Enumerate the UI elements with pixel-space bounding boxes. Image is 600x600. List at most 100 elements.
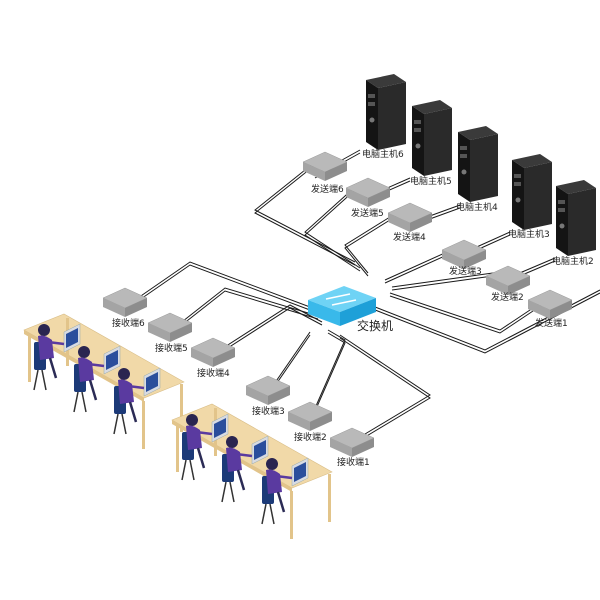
- desk-right-person-head-3: [266, 458, 278, 470]
- switch-side-face: [340, 298, 376, 326]
- sender-box-1: [527, 289, 573, 319]
- desk-right-laptop-screen-3: [294, 462, 306, 482]
- receiver-box-6-side: [125, 298, 147, 317]
- receiver-label-6: 接收端6: [112, 317, 145, 329]
- receiver-box-2: [287, 401, 333, 431]
- desk-left-chair-leg-3: [113, 413, 119, 435]
- sender-label-4: 发送端4: [393, 231, 426, 243]
- computer-tower-3-front: [512, 160, 524, 230]
- computer-label-5: 电脑主机5: [410, 175, 452, 187]
- computer-tower-3-power-icon: [515, 197, 521, 203]
- computer-label-3: 电脑主机3: [508, 228, 550, 240]
- desk-left-person-arm-2: [87, 362, 105, 368]
- desk-right-person-leg-3: [276, 491, 286, 513]
- sender-box-1-side: [550, 300, 572, 319]
- desk-left-laptop-screen-2: [106, 350, 118, 370]
- computer-tower-5-front: [412, 106, 424, 176]
- cable-6: [389, 292, 546, 331]
- sender-box-5: [345, 177, 391, 207]
- desk-left: [23, 313, 185, 449]
- workstation-desks: [23, 313, 333, 539]
- computer-tower-6-top: [366, 74, 406, 88]
- computer-tower-5-power-icon: [415, 143, 421, 149]
- cable-5: [391, 271, 501, 288]
- computer-tower-4: [458, 126, 498, 202]
- desk-right-leg-1: [176, 424, 179, 472]
- computer-tower-6: [366, 74, 406, 150]
- receiver-box-1-front: [330, 438, 352, 457]
- sender-box-5-side: [368, 188, 390, 207]
- desk-left-person-head-1: [38, 324, 50, 336]
- desk-right-chair-leg-1: [181, 459, 187, 481]
- receiver-box-2-front: [288, 412, 310, 431]
- sender-box-5-front: [346, 188, 368, 207]
- desk-right-leg-3: [328, 474, 331, 522]
- desk-right-chair-leg-b-3: [269, 503, 275, 525]
- computer-tower-4-side: [470, 134, 498, 202]
- desk-left-leg-3: [180, 384, 183, 432]
- receiver-box-3: [245, 375, 291, 405]
- receiver-label-4: 接收端4: [197, 367, 230, 379]
- receiver-box-4: [190, 337, 236, 367]
- desk-left-person-arm-1: [47, 340, 65, 346]
- sender-box-6: [302, 151, 348, 181]
- receiver-box-1: [329, 427, 375, 457]
- desk-right-chair-leg-b-1: [189, 459, 195, 481]
- receiver-box-5: [147, 312, 193, 342]
- desk-left-chair-leg-2: [73, 391, 79, 413]
- desk-left-chair-leg-1: [33, 369, 39, 391]
- desk-right-chair-leg-2: [221, 481, 227, 503]
- cable-17: [311, 329, 346, 416]
- desk-left-person-leg-3: [128, 401, 138, 423]
- computer-tower-5: [412, 100, 452, 176]
- desk-left-person-head-2: [78, 346, 90, 358]
- cable-3-pair: [344, 214, 399, 277]
- cable-18: [339, 334, 431, 441]
- computer-label-4: 电脑主机4: [456, 201, 498, 213]
- computer-tower-6-front: [366, 80, 378, 150]
- desk-right-laptop-screen-1: [214, 418, 226, 438]
- computer-tower-3-drive-bay: [514, 174, 521, 178]
- desk-left-leg-1: [28, 334, 31, 382]
- sender-box-4-side: [410, 213, 432, 232]
- receiver-label-1: 接收端1: [337, 456, 370, 468]
- cable-18-pair: [339, 337, 431, 444]
- switch-label: 交换机: [357, 318, 393, 333]
- switch-arrow-2: [331, 299, 357, 306]
- cable-2-pair: [304, 189, 361, 272]
- desk-left-person-leg-2: [88, 379, 98, 401]
- cable-14: [177, 287, 319, 326]
- desk-left-chair-leg-b-3: [121, 413, 127, 435]
- receiver-box-4-side: [213, 348, 235, 367]
- desk-left-leg-2: [142, 401, 145, 449]
- computer-tower-2-front: [556, 186, 568, 256]
- desk-right: [171, 403, 333, 539]
- desk-left-laptop-screen-3: [146, 372, 158, 392]
- sender-box-2: [485, 265, 531, 295]
- sender-label-2: 发送端2: [491, 291, 524, 303]
- receiver-label-5: 接收端5: [155, 342, 188, 354]
- receiver-box-4-front: [191, 348, 213, 367]
- desk-right-person-leg-2: [236, 469, 246, 491]
- sender-box-4-front: [388, 213, 410, 232]
- sender-box-2-side: [508, 276, 530, 295]
- sender-box-2-front: [486, 276, 508, 295]
- cable-1-pair: [254, 164, 356, 266]
- cable-2: [304, 186, 361, 269]
- desk-right-leg-2: [290, 491, 293, 539]
- receiver-box-6-front: [103, 298, 125, 317]
- cable-6-pair: [389, 295, 546, 334]
- switch-arrow-1: [325, 293, 351, 300]
- desk-left-chair-leg-b-1: [41, 369, 47, 391]
- computer-tower-4-top: [458, 126, 498, 140]
- desk-right-person-leg-1: [196, 447, 206, 469]
- computer-tower-6-drive-bay: [368, 94, 375, 98]
- network-switch: [308, 286, 376, 326]
- sender-box-6-front: [303, 162, 325, 181]
- computer-tower-5-side: [424, 108, 452, 176]
- computer-tower-2-top: [556, 180, 596, 194]
- cable-15-pair: [219, 307, 323, 354]
- desk-right-person-arm-3: [275, 474, 293, 480]
- computer-label-6: 电脑主机6: [362, 148, 404, 160]
- receiver-box-2-side: [310, 412, 332, 431]
